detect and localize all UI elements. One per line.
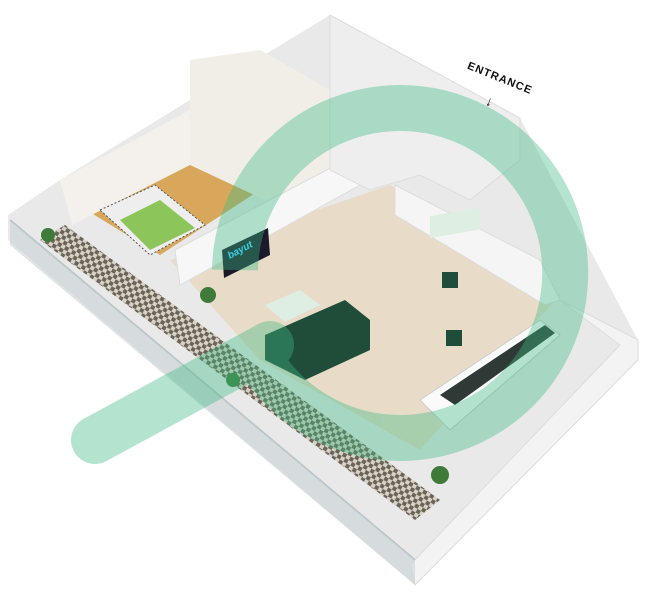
dining-chair [442, 272, 458, 288]
balcony-floor [40, 225, 440, 520]
watermark-logo [71, 85, 589, 464]
wall-bedroom-back [60, 110, 190, 225]
plant [200, 287, 216, 303]
wardrobe [190, 50, 330, 200]
dining-table [430, 207, 480, 239]
plant [41, 228, 55, 242]
sofa [265, 300, 370, 380]
coffee-table [265, 290, 320, 322]
glass-panels [10, 220, 415, 585]
dining-chair [446, 330, 462, 346]
bathroom-block [329, 14, 521, 201]
kitchen-countertop [440, 325, 555, 405]
bed-cover [120, 200, 195, 250]
tv [222, 228, 270, 278]
kitchen-wall [394, 184, 561, 306]
plant [431, 466, 449, 484]
plant [226, 373, 240, 387]
